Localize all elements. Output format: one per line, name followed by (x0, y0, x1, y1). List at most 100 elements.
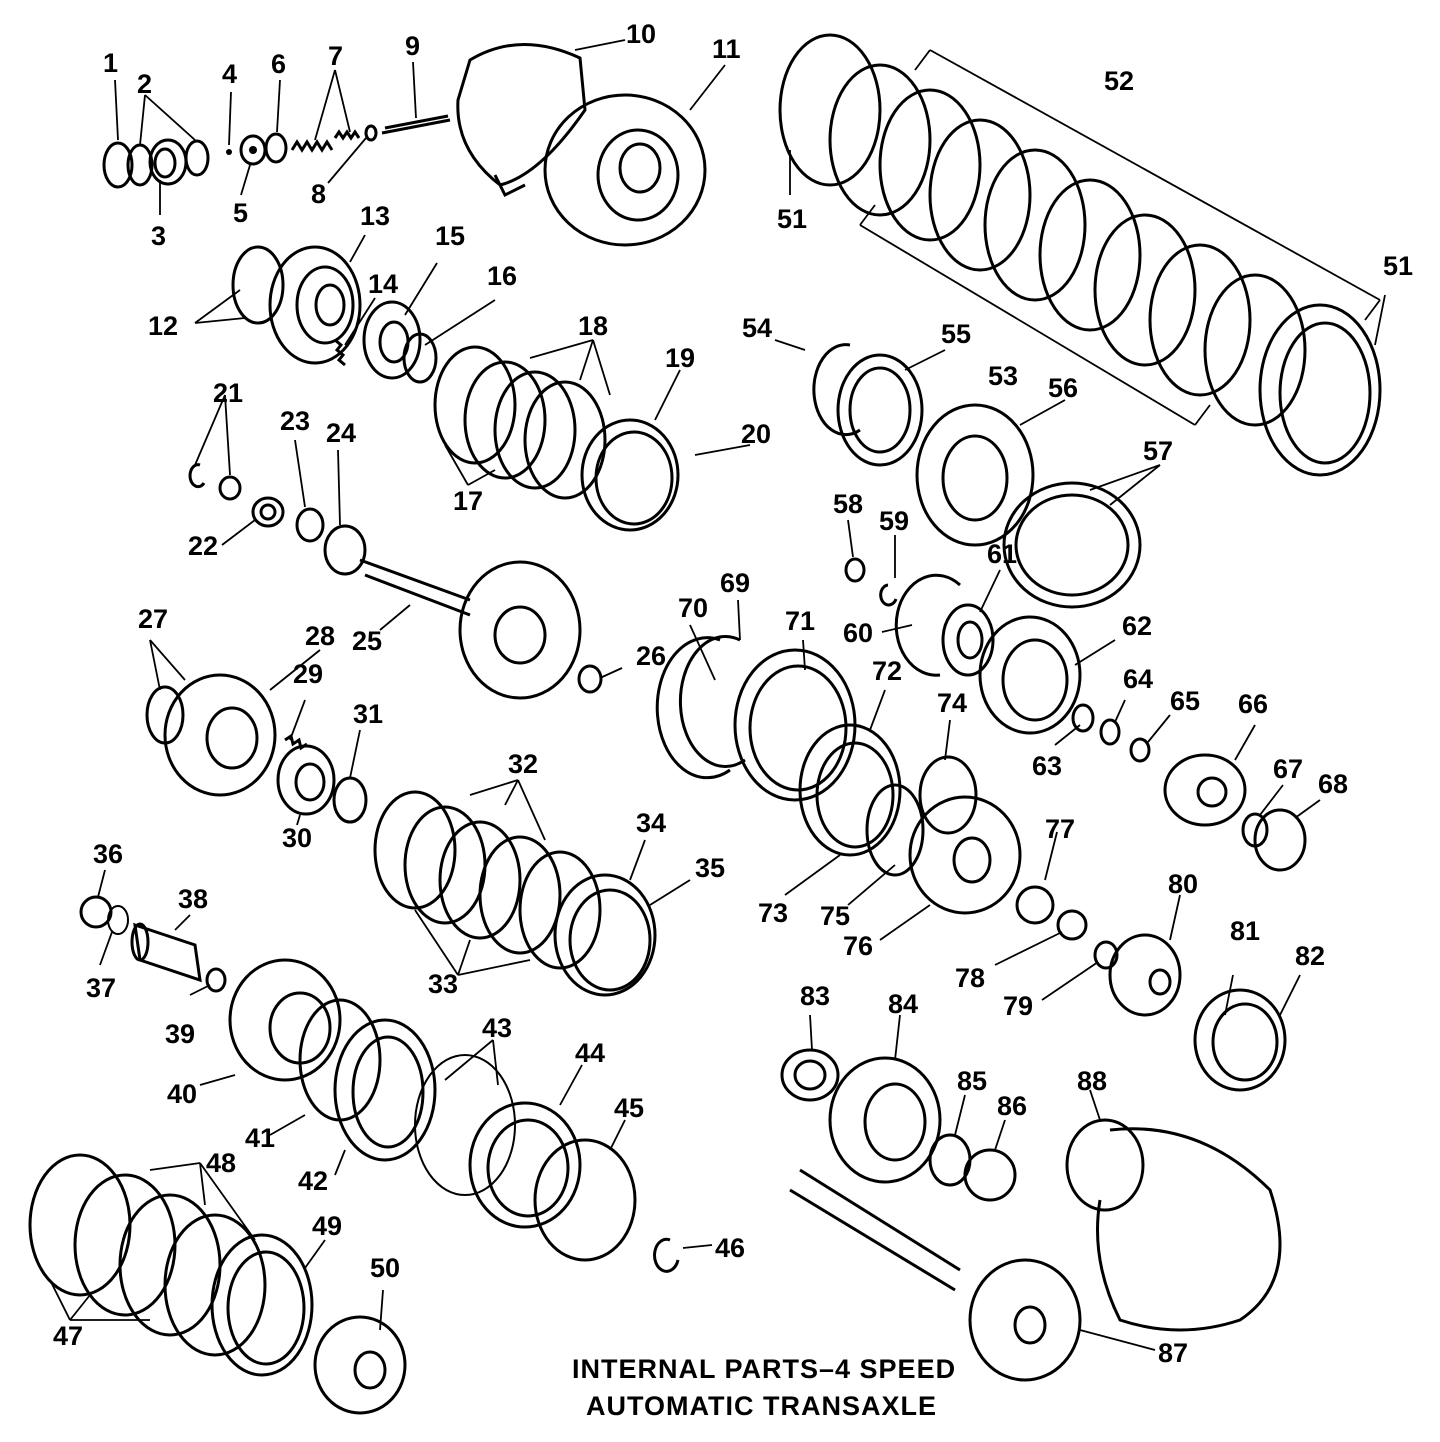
part-10-band (456, 43, 587, 198)
part-76-gear-drum (908, 795, 1022, 915)
part-79-washer (1093, 940, 1119, 970)
callout-48: 48 (206, 1148, 236, 1178)
caption-line-1: INTERNAL PARTS–4 SPEED (572, 1354, 956, 1384)
callout-27: 27 (138, 604, 168, 634)
callout-55: 55 (941, 319, 971, 349)
part-43-seal-rings (414, 1054, 516, 1196)
part-26-washer (577, 664, 603, 694)
part-62-gear (978, 615, 1082, 735)
callout-78: 78 (955, 963, 985, 993)
callout-40: 40 (167, 1079, 197, 1109)
part-19-20-backing-ring (580, 418, 680, 532)
callout-14: 14 (368, 269, 398, 299)
callout-25: 25 (352, 626, 382, 656)
callout-43: 43 (482, 1013, 512, 1043)
callout-51-right: 51 (1383, 251, 1413, 281)
callout-63: 63 (1032, 751, 1062, 781)
callout-44: 44 (575, 1038, 605, 1068)
callout-34: 34 (636, 808, 666, 838)
callout-3: 3 (151, 221, 166, 251)
part-5-plug (239, 134, 267, 166)
part-58-clip (844, 557, 866, 583)
callout-31: 31 (353, 699, 383, 729)
callout-19: 19 (665, 343, 695, 373)
callout-58: 58 (833, 489, 863, 519)
part-60-ring (894, 573, 962, 677)
callout-65: 65 (1170, 686, 1200, 716)
callout-45: 45 (614, 1093, 644, 1123)
callout-66: 66 (1238, 689, 1268, 719)
part-shapes (28, 33, 1382, 1415)
part-24-thrust-washer (323, 524, 367, 576)
part-55-roller-clutch (836, 353, 924, 467)
callout-75: 75 (820, 901, 850, 931)
callout-71: 71 (785, 606, 815, 636)
part-45-sprag (533, 1138, 637, 1262)
part-65-washer (1129, 737, 1151, 763)
callout-52: 52 (1104, 66, 1134, 96)
part-1-snap-ring (102, 141, 134, 189)
callout-18: 18 (578, 311, 608, 341)
callout-11: 11 (712, 34, 741, 64)
callout-60: 60 (843, 618, 873, 648)
callout-46: 46 (715, 1233, 745, 1263)
callout-84: 84 (888, 989, 918, 1019)
callout-83: 83 (800, 981, 830, 1011)
part-83-bearing (780, 1048, 840, 1102)
part-23-washer (295, 507, 325, 543)
callout-76: 76 (843, 931, 873, 961)
callout-8: 8 (311, 179, 326, 209)
callout-9: 9 (405, 31, 420, 61)
callout-2: 2 (137, 69, 152, 99)
callout-62: 62 (1122, 611, 1152, 641)
part-56-race (915, 403, 1035, 547)
part-78-bearing (1056, 909, 1088, 941)
part-81-82-sun-gear (1193, 988, 1287, 1092)
part-38-shaft (130, 922, 202, 983)
part-61-bearing (941, 603, 995, 677)
callout-61: 61 (987, 539, 1017, 569)
callout-17: 17 (453, 486, 483, 516)
part-68-cover (1253, 808, 1307, 872)
callout-68: 68 (1318, 769, 1348, 799)
part-44-hub (468, 1101, 582, 1229)
callout-54: 54 (742, 313, 772, 343)
part-39-washer (205, 967, 227, 993)
callout-51-left: 51 (777, 204, 807, 234)
part-80-hub (1108, 933, 1182, 1017)
part-77-washer (1015, 885, 1055, 925)
callout-85: 85 (957, 1066, 987, 1096)
part-51-53-clutch-pack (778, 33, 1382, 477)
callout-5: 5 (233, 198, 248, 228)
part-66-carrier (1163, 753, 1247, 827)
callout-67: 67 (1273, 754, 1303, 784)
part-64-bearing (1099, 718, 1121, 746)
callout-69: 69 (720, 568, 750, 598)
bracket-52 (914, 49, 1381, 321)
part-4-ball (226, 149, 232, 155)
part-59-clip (879, 583, 898, 607)
callout-32: 32 (508, 749, 538, 779)
callout-80: 80 (1168, 869, 1198, 899)
part-47-48-clutch-plates (28, 1153, 267, 1357)
callout-6: 6 (271, 49, 286, 79)
caption-line-2: AUTOMATIC TRANSAXLE (586, 1391, 937, 1421)
callout-30: 30 (282, 823, 312, 853)
part-87-shaft-gear (789, 1168, 1082, 1382)
diagram-caption: INTERNAL PARTS–4 SPEED AUTOMATIC TRANSAX… (572, 1354, 956, 1421)
part-72-73-plates (798, 723, 902, 857)
leader-lines (49, 39, 1386, 1351)
callout-87: 87 (1158, 1338, 1188, 1368)
callout-79: 79 (1003, 991, 1033, 1021)
callout-56: 56 (1048, 373, 1078, 403)
part-74-75-rings (865, 755, 978, 877)
part-49-backing-plate (210, 1233, 314, 1377)
part-37-washer (107, 905, 129, 935)
callout-59: 59 (879, 506, 909, 536)
callout-82: 82 (1295, 941, 1325, 971)
callout-4: 4 (222, 59, 237, 89)
callout-7: 7 (328, 41, 343, 71)
part-2-seals (126, 139, 210, 187)
part-13-piston-housing (268, 245, 362, 365)
